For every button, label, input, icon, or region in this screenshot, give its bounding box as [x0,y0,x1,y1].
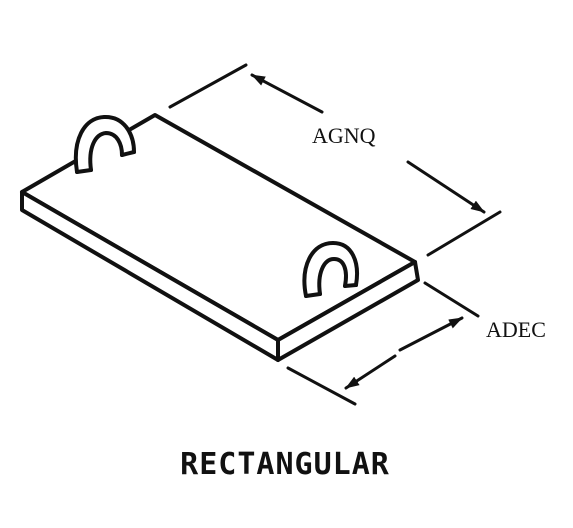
extension-line-front [426,210,502,257]
dimension-length [168,63,502,257]
dimension-width [286,281,480,406]
dimension-arrow-right [398,316,464,352]
diagram-caption: RECTANGULAR [180,447,390,482]
extension-line-bottom [286,366,357,406]
dimension-arrow-lower [406,160,486,214]
handle-right [302,241,359,298]
handle-left [73,114,136,174]
dimension-length-label: AGNQ [312,123,376,148]
extension-line-back [168,63,248,109]
dimension-arrow-upper [250,73,324,114]
dimension-arrow-left [344,354,397,390]
plate-side-edge [276,260,420,362]
dimension-width-label: ADEC [486,317,546,342]
extension-line-right [423,281,480,318]
